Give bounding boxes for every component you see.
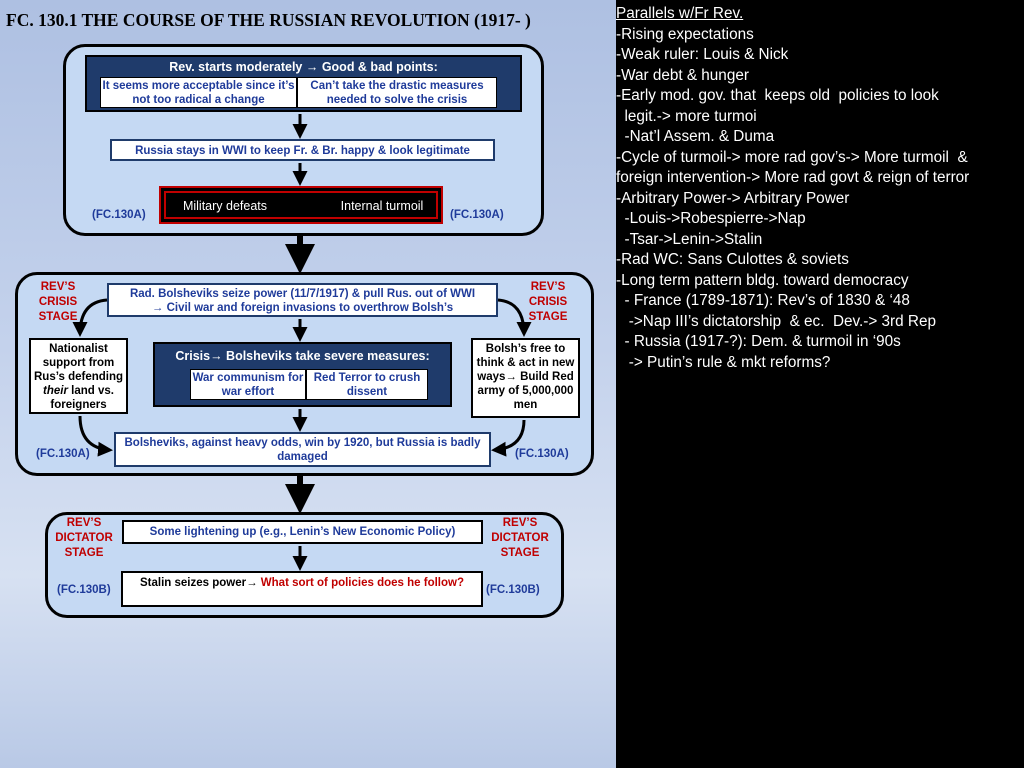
good-point-box: It seems more acceptable since it’s not … bbox=[100, 77, 297, 108]
moderate-start-header: Rev. starts moderately → Good & bad poin… bbox=[169, 60, 438, 74]
parallels-line: -> Putin’s rule & mkt reforms? bbox=[616, 353, 831, 371]
crisis-stage-label-right: REV’S CRISIS STAGE bbox=[528, 281, 568, 323]
bolsheviks-seize-box: Rad. Bolsheviks seize power (11/7/1917) … bbox=[107, 283, 498, 317]
parallels-line: -Early mod. gov. that keeps old policies… bbox=[616, 87, 939, 104]
arrow-nationalist-to-win bbox=[78, 415, 113, 457]
parallels-line: -Long term pattern bldg. toward democrac… bbox=[616, 271, 909, 289]
page-title: FC. 130.1 THE COURSE OF THE RUSSIAN REVO… bbox=[6, 10, 531, 30]
crisis-measures-header: Crisis→ Bolsheviks take severe measures: bbox=[175, 349, 430, 363]
dictator-stage-label-right: REV’S DICTATOR STAGE bbox=[491, 517, 549, 559]
parallels-line: -Rising expectations bbox=[616, 25, 754, 43]
parallels-line: -Rad WC: Sans Culottes & soviets bbox=[616, 251, 849, 268]
red-terror-box: Red Terror to crush dissent bbox=[306, 369, 428, 400]
crisis-stage-label-left: REV’S CRISIS STAGE bbox=[38, 281, 78, 323]
connector-arrows bbox=[72, 114, 532, 571]
fc-ref-stage1-left: (FC.130A) bbox=[92, 209, 146, 221]
parallels-line: -Arbitrary Power-> Arbitrary Power bbox=[616, 189, 850, 207]
crisis-measures-box: Crisis→ Bolsheviks take severe measures:… bbox=[153, 342, 452, 407]
parallels-line: - France (1789-1871): Rev’s of 1830 & ‘4… bbox=[616, 292, 910, 309]
nationalist-support-emphasis: their bbox=[43, 385, 68, 397]
parallels-line: - Russia (1917-?): Dem. & turmoil in ‘90… bbox=[616, 333, 901, 350]
military-defeats-label: Military defeats bbox=[170, 199, 280, 213]
parallels-line: -Nat’l Assem. & Duma bbox=[616, 128, 775, 145]
moderate-start-box: Rev. starts moderately → Good & bad poin… bbox=[85, 55, 522, 112]
stalin-text: Stalin seizes power→ bbox=[140, 577, 261, 589]
nationalist-support-text: Nationalist support from Rus’s defending bbox=[33, 343, 124, 383]
fc-ref-stage2-right: (FC.130A) bbox=[515, 448, 569, 460]
nationalist-support-box: Nationalist support from Rus’s defending… bbox=[29, 338, 128, 414]
stalin-box: Stalin seizes power→ What sort of polici… bbox=[121, 571, 483, 607]
lightening-up-box: Some lightening up (e.g., Lenin’s New Ec… bbox=[122, 520, 483, 544]
bolsheviks-win-box: Bolsheviks, against heavy odds, win by 1… bbox=[114, 432, 491, 467]
parallels-line: -Weak ruler: Louis & Nick bbox=[616, 46, 789, 63]
parallels-line: foreign intervention-> More rad govt & r… bbox=[616, 169, 970, 186]
parallels-panel: Parallels w/Fr Rev. -Rising expectations… bbox=[616, 4, 1022, 373]
fc-ref-stage1-right: (FC.130A) bbox=[450, 209, 504, 221]
fc-ref-stage3-left: (FC.130B) bbox=[57, 584, 111, 596]
parallels-line: legit.-> more turmoi bbox=[616, 107, 757, 125]
parallels-list: -Rising expectations -Weak ruler: Louis &… bbox=[616, 25, 1022, 374]
bolsheviks-seize-line1: Rad. Bolsheviks seize power (11/7/1917) … bbox=[129, 288, 476, 300]
arrow-seize-to-free bbox=[497, 298, 532, 337]
parallels-line: -Cycle of turmoil-> more rad gov’s-> Mor… bbox=[616, 148, 968, 166]
bolsheviks-free-box: Bolsh’s free to think & act in new ways→… bbox=[471, 338, 580, 418]
internal-turmoil-label: Internal turmoil bbox=[329, 199, 435, 213]
parallels-heading: Parallels w/Fr Rev. bbox=[616, 5, 744, 22]
stalin-question: What sort of policies does he follow? bbox=[260, 577, 464, 589]
bolsheviks-seize-line2: → Civil war and foreign invasions to ove… bbox=[151, 302, 454, 314]
fc-ref-stage3-right: (FC.130B) bbox=[486, 584, 540, 596]
parallels-line: ->Nap III’s dictatorship & ec. Dev.-> 3r… bbox=[616, 312, 936, 330]
nationalist-support-text-end: land vs. foreigners bbox=[50, 385, 114, 411]
wwi-box: Russia stays in WWI to keep Fr. & Br. ha… bbox=[110, 139, 495, 161]
war-communism-box: War communism for war effort bbox=[190, 369, 306, 400]
parallels-line: -Tsar->Lenin->Stalin bbox=[616, 230, 763, 248]
dictator-stage-label-left: REV’S DICTATOR STAGE bbox=[55, 517, 113, 559]
bad-point-box: Can’t take the drastic measures needed t… bbox=[297, 77, 497, 108]
flowchart-panel: FC. 130.1 THE COURSE OF THE RUSSIAN REVO… bbox=[0, 0, 616, 768]
fc-ref-stage2-left: (FC.130A) bbox=[36, 448, 90, 460]
arrow-free-to-win bbox=[491, 419, 526, 457]
arrow-seize-to-nationalist bbox=[72, 298, 108, 337]
parallels-line: -War debt & hunger bbox=[616, 66, 749, 84]
parallels-line: -Louis->Robespierre->Nap bbox=[616, 210, 806, 227]
